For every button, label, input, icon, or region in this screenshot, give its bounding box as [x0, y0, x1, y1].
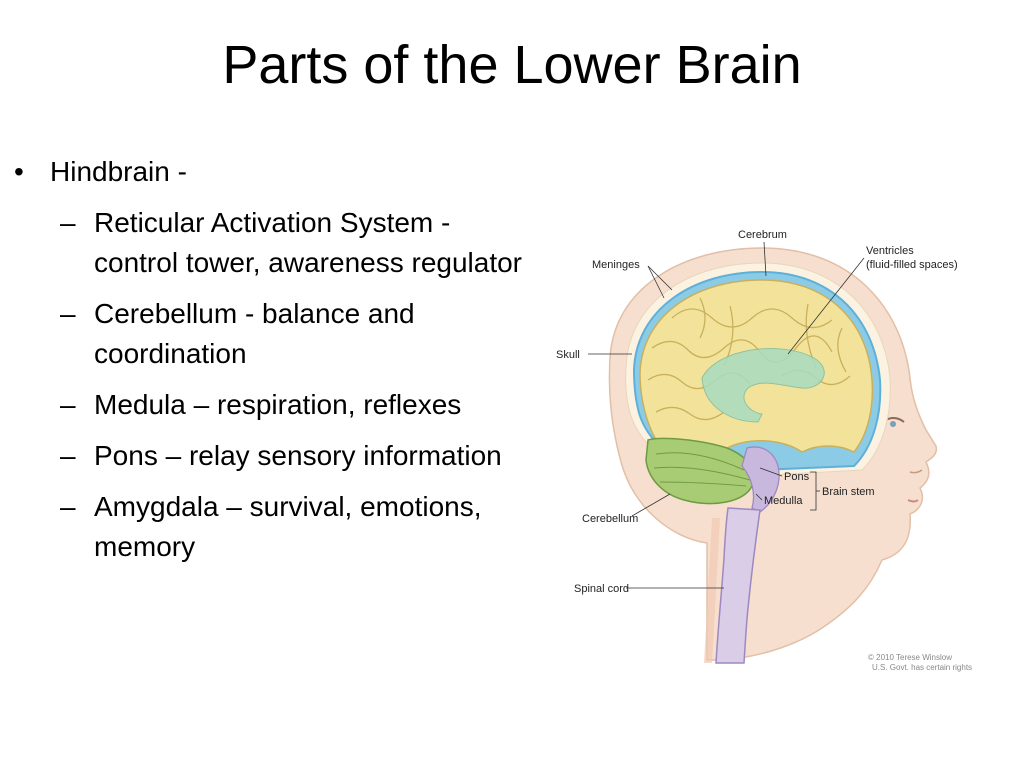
label-brain-stem: Brain stem — [822, 486, 875, 498]
label-cerebrum: Cerebrum — [738, 229, 787, 241]
label-pons: Pons — [784, 471, 810, 483]
label-ventricles: Ventricles — [866, 245, 914, 257]
sub-bullet-pons-text: Pons – relay sensory information — [94, 440, 502, 471]
sub-bullet-medula-text: Medula – respiration, reflexes — [94, 389, 462, 420]
sub-bullet-amygdala-text: Amygdala – survival, emotions, memory — [94, 491, 482, 562]
slide-title: Parts of the Lower Brain — [222, 35, 802, 95]
nostril-detail — [909, 469, 923, 474]
copyright-line-2: U.S. Govt. has certain rights — [872, 663, 972, 672]
label-medulla: Medulla — [764, 495, 803, 507]
cerebellum-folds — [653, 452, 751, 487]
sub-bullet-amygdala: – Amygdala – survival, emotions, memory — [0, 487, 530, 567]
sub-bullet-medula: – Medula – respiration, reflexes — [0, 385, 530, 425]
label-cerebellum: Cerebellum — [582, 513, 638, 525]
bullet-hindbrain: • Hindbrain - — [0, 152, 530, 192]
brain-anatomy-svg: Cerebrum Ventricles (fluid-filled spaces… — [556, 229, 972, 672]
sub-bullet-reticular: – Reticular Activation System -control t… — [0, 203, 530, 283]
label-skull: Skull — [556, 349, 580, 361]
spinal-column — [704, 518, 720, 663]
bullet-hindbrain-text: Hindbrain - — [50, 156, 187, 187]
brain-anatomy-illustration: Cerebrum Ventricles (fluid-filled spaces… — [552, 208, 988, 678]
label-meninges: Meninges — [592, 259, 640, 271]
label-spinal-cord: Spinal cord — [574, 583, 629, 595]
brain-stem-shape — [741, 446, 780, 513]
sub-bullet-dash: – — [60, 389, 76, 420]
bullet-list: • Hindbrain - – Reticular Activation Sys… — [0, 152, 530, 567]
sub-bullet-dash: – — [60, 440, 76, 471]
copyright-line-1: © 2010 Terese Winslow — [868, 653, 952, 662]
sub-bullet-dash: – — [60, 207, 76, 238]
label-ventricles-note: (fluid-filled spaces) — [866, 259, 958, 271]
sub-bullet-reticular-text: Reticular Activation System -control tow… — [94, 207, 522, 278]
sub-bullet-pons: – Pons – relay sensory information — [0, 436, 530, 476]
label-leader-lines — [588, 241, 865, 589]
sub-bullet-dash: – — [60, 491, 76, 522]
sub-bullet-cerebellum-text: Cerebellum - balance and coordination — [94, 298, 415, 369]
sub-bullet-dash: – — [60, 298, 76, 329]
eye-iris — [890, 421, 896, 427]
sub-bullet-cerebellum: – Cerebellum - balance and coordination — [0, 294, 530, 374]
ventricles-shape — [701, 348, 825, 423]
spinal-cord-shape — [715, 507, 761, 664]
bullet-dot: • — [14, 156, 24, 187]
lips-detail — [907, 499, 919, 503]
